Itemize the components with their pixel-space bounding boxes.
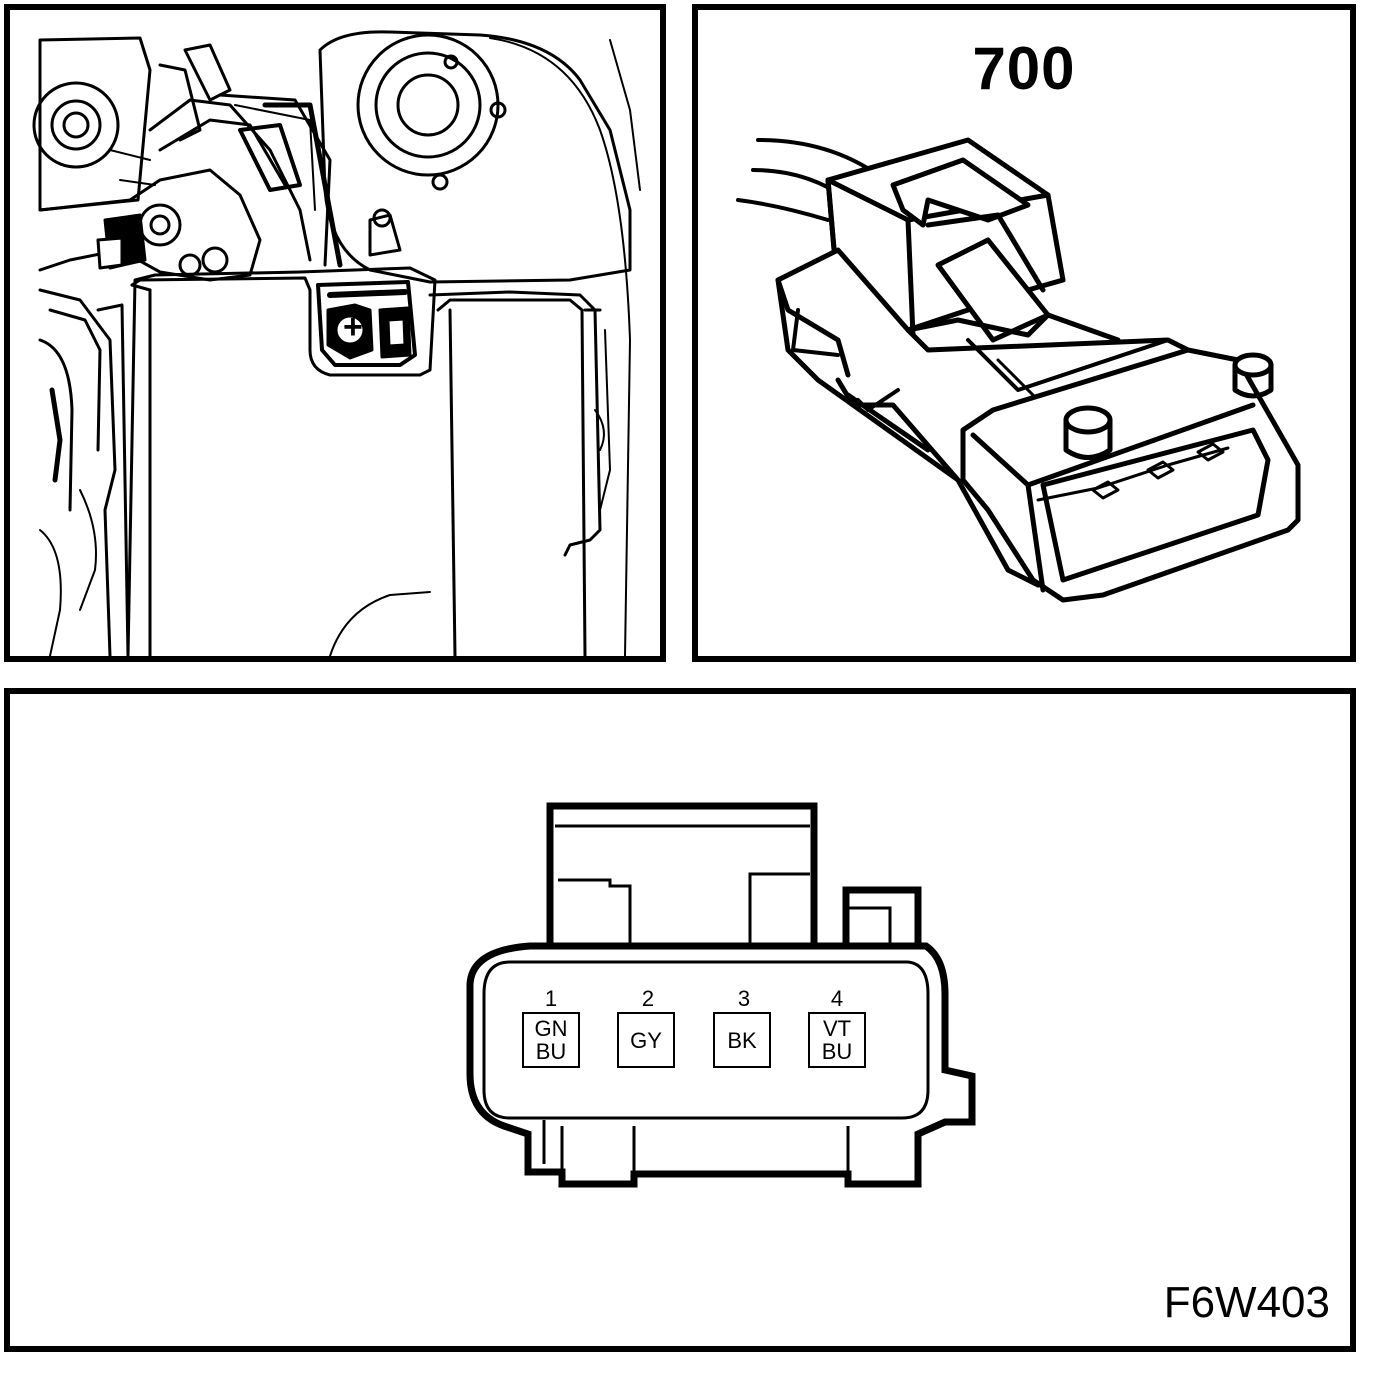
pin-1-cavity: GN BU	[522, 1012, 580, 1068]
pin-2-number: 2	[641, 986, 655, 1011]
pin-4-number: 4	[830, 986, 844, 1011]
engine-bay-battery-icon	[32, 30, 641, 656]
location-panel: +	[4, 4, 666, 662]
pin-2-cavity: GY	[617, 1012, 675, 1068]
pin-1-color-secondary: BU	[535, 1039, 567, 1064]
pinout-panel: 1 GN BU 2 GY 3 BK 4 VT BU F6W403	[4, 688, 1356, 1352]
pin-3-number: 3	[737, 986, 751, 1011]
pin-1-number: 1	[544, 986, 558, 1011]
positive-terminal-symbol: +	[343, 308, 363, 346]
pin-4-color-primary: VT	[822, 1016, 852, 1041]
connector-face-icon	[466, 802, 976, 1188]
connector-id: 700	[972, 35, 1076, 102]
pin-4-cavity: VT BU	[808, 1012, 866, 1068]
pin-1-color-primary: GN	[534, 1016, 568, 1041]
pin-3-cavity: BK	[713, 1012, 771, 1068]
connector-panel: 700	[692, 4, 1356, 662]
figure-code: F6W403	[1163, 1278, 1330, 1327]
pin-3-color-primary: BK	[727, 1027, 757, 1053]
pin-2-color-primary: GY	[630, 1027, 662, 1053]
pin-4-color-secondary: BU	[821, 1039, 853, 1064]
connector-plug-icon	[736, 137, 1301, 603]
